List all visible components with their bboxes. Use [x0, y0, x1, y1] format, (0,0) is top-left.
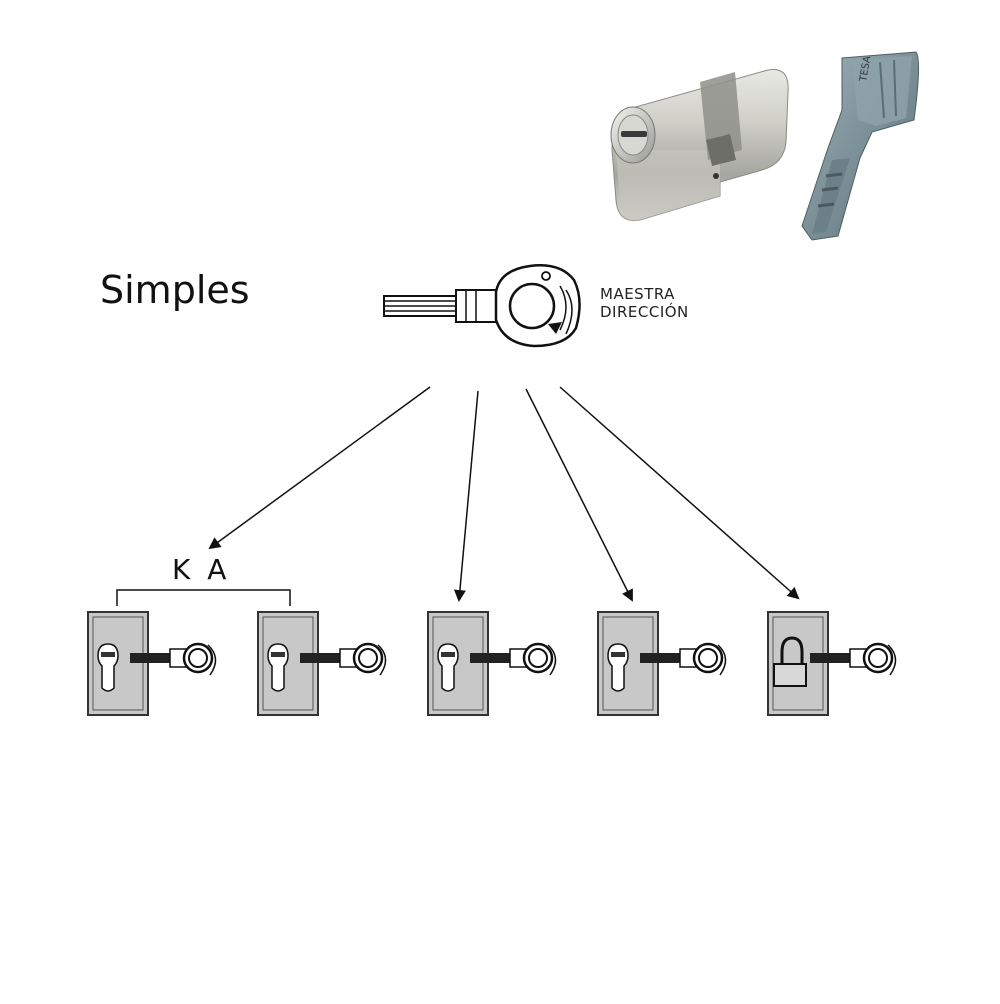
lock-unit-2: [257, 611, 387, 716]
door-plate: [87, 611, 149, 716]
key-brand-text: TESA: [858, 55, 874, 83]
key-photo: TESA: [801, 51, 920, 241]
lock-unit-4: [597, 611, 727, 716]
arrow-to-ka-group: [208, 386, 431, 550]
master-key-label: MAESTRA DIRECCIÓN: [600, 285, 689, 321]
padlock-body-icon: [773, 663, 807, 687]
key-shank: [640, 653, 682, 663]
master-key-label-line1: MAESTRA: [600, 285, 675, 303]
master-key-label-line2: DIRECCIÓN: [600, 303, 689, 321]
master-key-icon: [383, 264, 581, 348]
key-shank: [300, 653, 342, 663]
ka-bracket: [116, 589, 291, 606]
diagram-title: Simples: [100, 268, 250, 312]
arrow-to-padlock: [559, 386, 800, 600]
lock-row: [87, 611, 897, 716]
euro-cylinder-photo: [610, 68, 789, 222]
lock-unit-3: [427, 611, 557, 716]
door-plate: [427, 611, 489, 716]
arrow-to-lock-3: [453, 390, 479, 602]
lock-unit-5: [767, 611, 897, 716]
key-shank: [810, 653, 852, 663]
distribution-arrows: [208, 386, 800, 602]
key-shank: [470, 653, 512, 663]
ka-group-label: K A: [172, 553, 231, 586]
lock-unit-1: [87, 611, 217, 716]
key-shank: [130, 653, 172, 663]
door-plate: [597, 611, 659, 716]
padlock-shackle: [780, 636, 804, 664]
door-plate: [257, 611, 319, 716]
arrow-to-lock-4: [525, 388, 633, 602]
